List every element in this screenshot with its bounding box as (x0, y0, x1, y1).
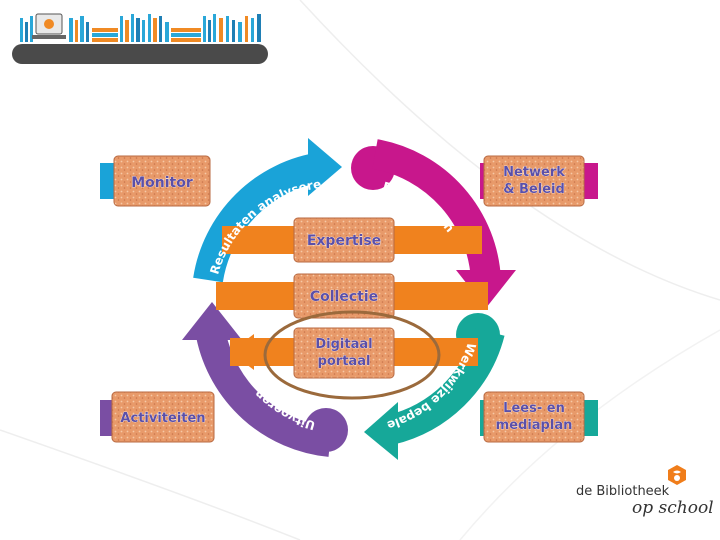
svg-text:portaal: portaal (318, 354, 371, 369)
svg-text:Digitaal: Digitaal (315, 337, 372, 352)
svg-text:Monitor: Monitor (131, 175, 193, 191)
werkwijze-arrow-icon (364, 402, 398, 460)
logo-text-line2: op school (632, 498, 714, 518)
monitor-brick: Monitor (113, 155, 211, 207)
svg-text:Lees- en: Lees- en (503, 401, 565, 416)
bibliotheek-logo: de Bibliotheek op school (576, 462, 714, 526)
resultaten-arrow-icon (308, 138, 342, 196)
activiteiten-brick: Activiteiten (111, 391, 215, 443)
logo-text-line1: de Bibliotheek (576, 484, 670, 499)
uitvoeren-arrow-icon (182, 302, 242, 340)
svg-text:Collectie: Collectie (310, 289, 378, 305)
svg-text:Activiteiten: Activiteiten (120, 411, 205, 426)
netwerk-brick: Netwerk & Beleid (483, 155, 585, 207)
books-shelf-icon (20, 13, 261, 42)
lees-brick: Lees- en mediaplan (483, 391, 585, 443)
werkwijze-arc (386, 327, 505, 445)
resultaten-arc (193, 152, 325, 283)
collectie-brick: Collectie (293, 273, 395, 319)
svg-text:& Beleid: & Beleid (503, 182, 565, 197)
header-bar (12, 44, 268, 64)
bibliotheek-logo-icon (668, 465, 686, 485)
digitaal-brick: Digitaal portaal (293, 327, 395, 379)
highlight-ellipse (263, 310, 441, 400)
doel-arc (372, 139, 501, 282)
svg-text:mediaplan: mediaplan (496, 418, 573, 433)
expertise-brick: Expertise (293, 217, 395, 263)
digitaal-arrow-icon (230, 334, 254, 370)
svg-text:Netwerk: Netwerk (503, 165, 565, 180)
uitvoeren-arc (196, 331, 332, 457)
svg-text:Expertise: Expertise (307, 233, 381, 249)
cycle-diagram: Resultaten analyseren Doel stellen Werkw… (90, 130, 598, 460)
